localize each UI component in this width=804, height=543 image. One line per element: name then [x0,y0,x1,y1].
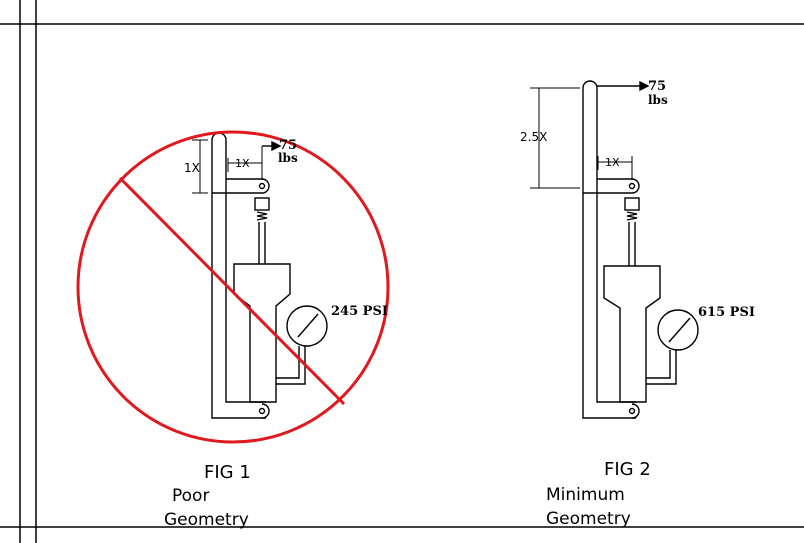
fig2-dim-horizontal-label: 1X [605,156,620,169]
fig2-caption-line1: Minimum [546,485,625,505]
fig1-dim-horizontal-label: 1X [235,157,250,170]
prohibition-symbol [76,130,390,444]
fig2-pressure-gauge [657,309,699,351]
prohibition-circle [76,130,390,444]
fig1-force-unit: lbs [278,151,298,165]
fig1-gauge-needle [297,313,319,338]
fig1-dim-vertical-label: 1X [184,161,200,175]
fig2-title: FIG 2 [604,459,651,480]
fig1-force-value: 75 [279,138,297,153]
fig2-gauge-line-outer [646,350,677,385]
fig1-pressure-gauge [286,305,328,347]
fig2-gauge-needle [668,317,691,343]
fig2-pin-eye-top [631,178,640,194]
fig2-hook-top [582,80,598,89]
fig2-cylinder [603,265,661,403]
fig2-caption-line2: Geometry [546,509,631,529]
fig2-force-unit: lbs [648,93,668,107]
fig1-caption-line2: Geometry [164,510,249,530]
fig1-pressure-label: 245 PSI [331,304,388,319]
figure-2 [530,80,699,419]
fig1-caption-line1: Poor [172,486,209,506]
fig1-gauge-line-outer [276,346,306,385]
fig1-title: FIG 1 [204,462,251,483]
fig1-spring [256,211,268,221]
fig2-spring [626,211,638,221]
fig2-force-arrowhead [639,80,650,92]
fig2-pin-top [628,182,636,190]
fig2-pin-bottom [628,407,636,415]
fig2-frame-outer [582,88,636,419]
prohibition-slash [118,176,346,406]
fig2-dim-vertical-label: 2.5X [520,130,547,144]
fig2-force-value: 75 [648,79,666,94]
fig1-gauge-line-inner [276,346,300,379]
fig2-gauge-line-inner [646,350,671,379]
fig1-pin-bottom [258,407,266,415]
fig1-rod-block [254,197,270,211]
fig2-rod-block [624,197,640,211]
fig2-pressure-label: 615 PSI [698,305,755,320]
fig1-pin-top [258,182,266,190]
figure-1 [192,132,328,419]
fig1-pin-eye-bottom [261,403,270,419]
fig1-pin-eye-top [261,178,270,194]
fig1-force-arrowhead [271,140,282,152]
fig2-frame-inner [596,88,636,403]
fig1-frame-outer [211,140,266,419]
fig1-cylinder [233,263,291,403]
fig2-pin-eye-bottom [631,403,640,419]
